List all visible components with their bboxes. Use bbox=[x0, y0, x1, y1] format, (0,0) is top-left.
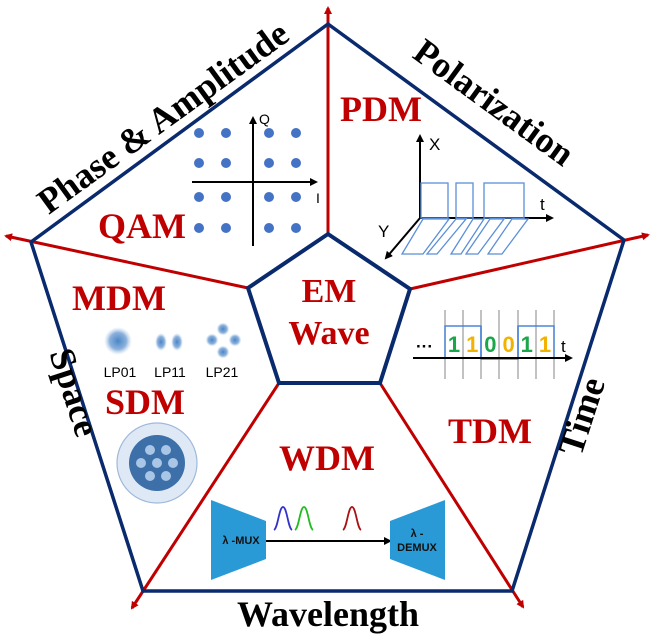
dimension-phase-amplitude: Phase & Amplitude bbox=[30, 13, 296, 222]
dimension-space: Space bbox=[41, 343, 107, 441]
qam-i-label: I bbox=[316, 190, 320, 206]
pdm-plot: X t Y bbox=[378, 134, 554, 260]
demux-block bbox=[390, 500, 445, 580]
tdm-prefix: ··· bbox=[416, 337, 433, 356]
y-pulse bbox=[400, 218, 451, 255]
mode-lp01-spot bbox=[104, 327, 132, 355]
technique-pdm: PDM bbox=[340, 89, 422, 129]
mode-lp21-lobe bbox=[205, 333, 219, 347]
technique-sdm: SDM bbox=[105, 382, 185, 422]
pdm-x-label: X bbox=[429, 135, 440, 154]
tdm-bit: 1 bbox=[521, 332, 533, 357]
tdm-t-label: t bbox=[561, 337, 566, 356]
spoke-left bbox=[4, 233, 249, 290]
qam-constellation: Q I bbox=[192, 111, 320, 246]
qam-dot bbox=[291, 192, 301, 202]
demux-label-1: λ - bbox=[411, 528, 424, 540]
qam-dot bbox=[291, 158, 301, 168]
qam-dot bbox=[194, 128, 204, 138]
outer-pentagon bbox=[28, 21, 627, 593]
qam-dot bbox=[264, 192, 274, 202]
spokes bbox=[4, 6, 650, 610]
tdm-bit: 1 bbox=[539, 332, 551, 357]
tdm-bit: 1 bbox=[448, 332, 460, 357]
fiber-core bbox=[161, 471, 171, 481]
qam-dot bbox=[221, 128, 231, 138]
mdm-modes: LP01 LP11 LP21 bbox=[104, 322, 242, 380]
mode-lp21-lobe bbox=[216, 322, 230, 336]
technique-wdm: WDM bbox=[279, 438, 375, 478]
qam-dot bbox=[194, 158, 204, 168]
mux-block bbox=[211, 500, 266, 580]
pdm-y-axis bbox=[384, 217, 421, 260]
x-pulse bbox=[420, 182, 449, 219]
mux-label: λ -MUX bbox=[222, 535, 260, 547]
center-label-em: EM bbox=[302, 273, 357, 310]
spoke-right bbox=[409, 232, 650, 291]
tdm-bit: 1 bbox=[466, 332, 478, 357]
wdm-channel-spectrum bbox=[273, 506, 293, 531]
dimension-time: Time bbox=[550, 372, 613, 460]
qam-dot bbox=[264, 223, 274, 233]
fiber-core bbox=[152, 458, 162, 468]
pdm-x-pulses bbox=[420, 182, 525, 219]
qam-dot bbox=[221, 192, 231, 202]
qam-dot bbox=[264, 128, 274, 138]
center-label-wave: Wave bbox=[288, 315, 369, 352]
spoke-bottom-right bbox=[378, 382, 525, 609]
qam-dot bbox=[264, 158, 274, 168]
x-pulse bbox=[455, 182, 474, 219]
y-pulse bbox=[464, 218, 506, 255]
y-pulse bbox=[449, 218, 486, 255]
technique-qam: QAM bbox=[98, 206, 186, 246]
qam-dot bbox=[291, 223, 301, 233]
mode-lp11-lobe bbox=[155, 333, 167, 351]
demux-label-2: DEMUX bbox=[397, 542, 437, 554]
qam-dot bbox=[194, 223, 204, 233]
qam-dot bbox=[221, 223, 231, 233]
fiber-core bbox=[145, 471, 155, 481]
qam-dot bbox=[291, 128, 301, 138]
mode-lp21-lobe bbox=[216, 345, 230, 359]
fiber-cores bbox=[136, 445, 178, 481]
y-pulse bbox=[425, 218, 468, 255]
spoke-bottom-left bbox=[130, 382, 281, 610]
mode-label-lp01: LP01 bbox=[104, 364, 137, 380]
dimension-wavelength: Wavelength bbox=[237, 594, 419, 634]
mode-label-lp11: LP11 bbox=[154, 364, 186, 380]
technique-mdm: MDM bbox=[72, 278, 166, 318]
fiber-core bbox=[145, 445, 155, 455]
wdm-channel-spectrum bbox=[342, 506, 362, 531]
qam-q-label: Q bbox=[259, 111, 270, 127]
wdm-system: λ -MUX λ - DEMUX bbox=[211, 500, 445, 580]
mode-lp21-lobe bbox=[228, 333, 242, 347]
fiber-core bbox=[161, 445, 171, 455]
technique-tdm: TDM bbox=[448, 411, 532, 451]
qam-dot bbox=[221, 158, 231, 168]
fiber-core bbox=[136, 458, 146, 468]
y-pulse bbox=[486, 218, 530, 255]
qam-dots bbox=[194, 128, 301, 233]
sdm-multicore-fiber bbox=[116, 422, 198, 504]
pdm-y-label: Y bbox=[378, 222, 389, 241]
wdm-channels bbox=[273, 506, 362, 531]
tdm-grid bbox=[444, 310, 555, 379]
tdm-bit: 0 bbox=[484, 332, 496, 357]
mode-lp11-lobe bbox=[171, 333, 183, 351]
qam-dot bbox=[194, 192, 204, 202]
x-pulse bbox=[483, 182, 525, 219]
mode-label-lp21: LP21 bbox=[206, 364, 239, 380]
inner-pentagon bbox=[245, 231, 413, 385]
wdm-channel-spectrum bbox=[294, 506, 314, 531]
pdm-y-pulses bbox=[400, 218, 530, 255]
pdm-t-label: t bbox=[540, 195, 545, 214]
tdm-bit: 0 bbox=[502, 332, 514, 357]
fiber-core bbox=[168, 458, 178, 468]
